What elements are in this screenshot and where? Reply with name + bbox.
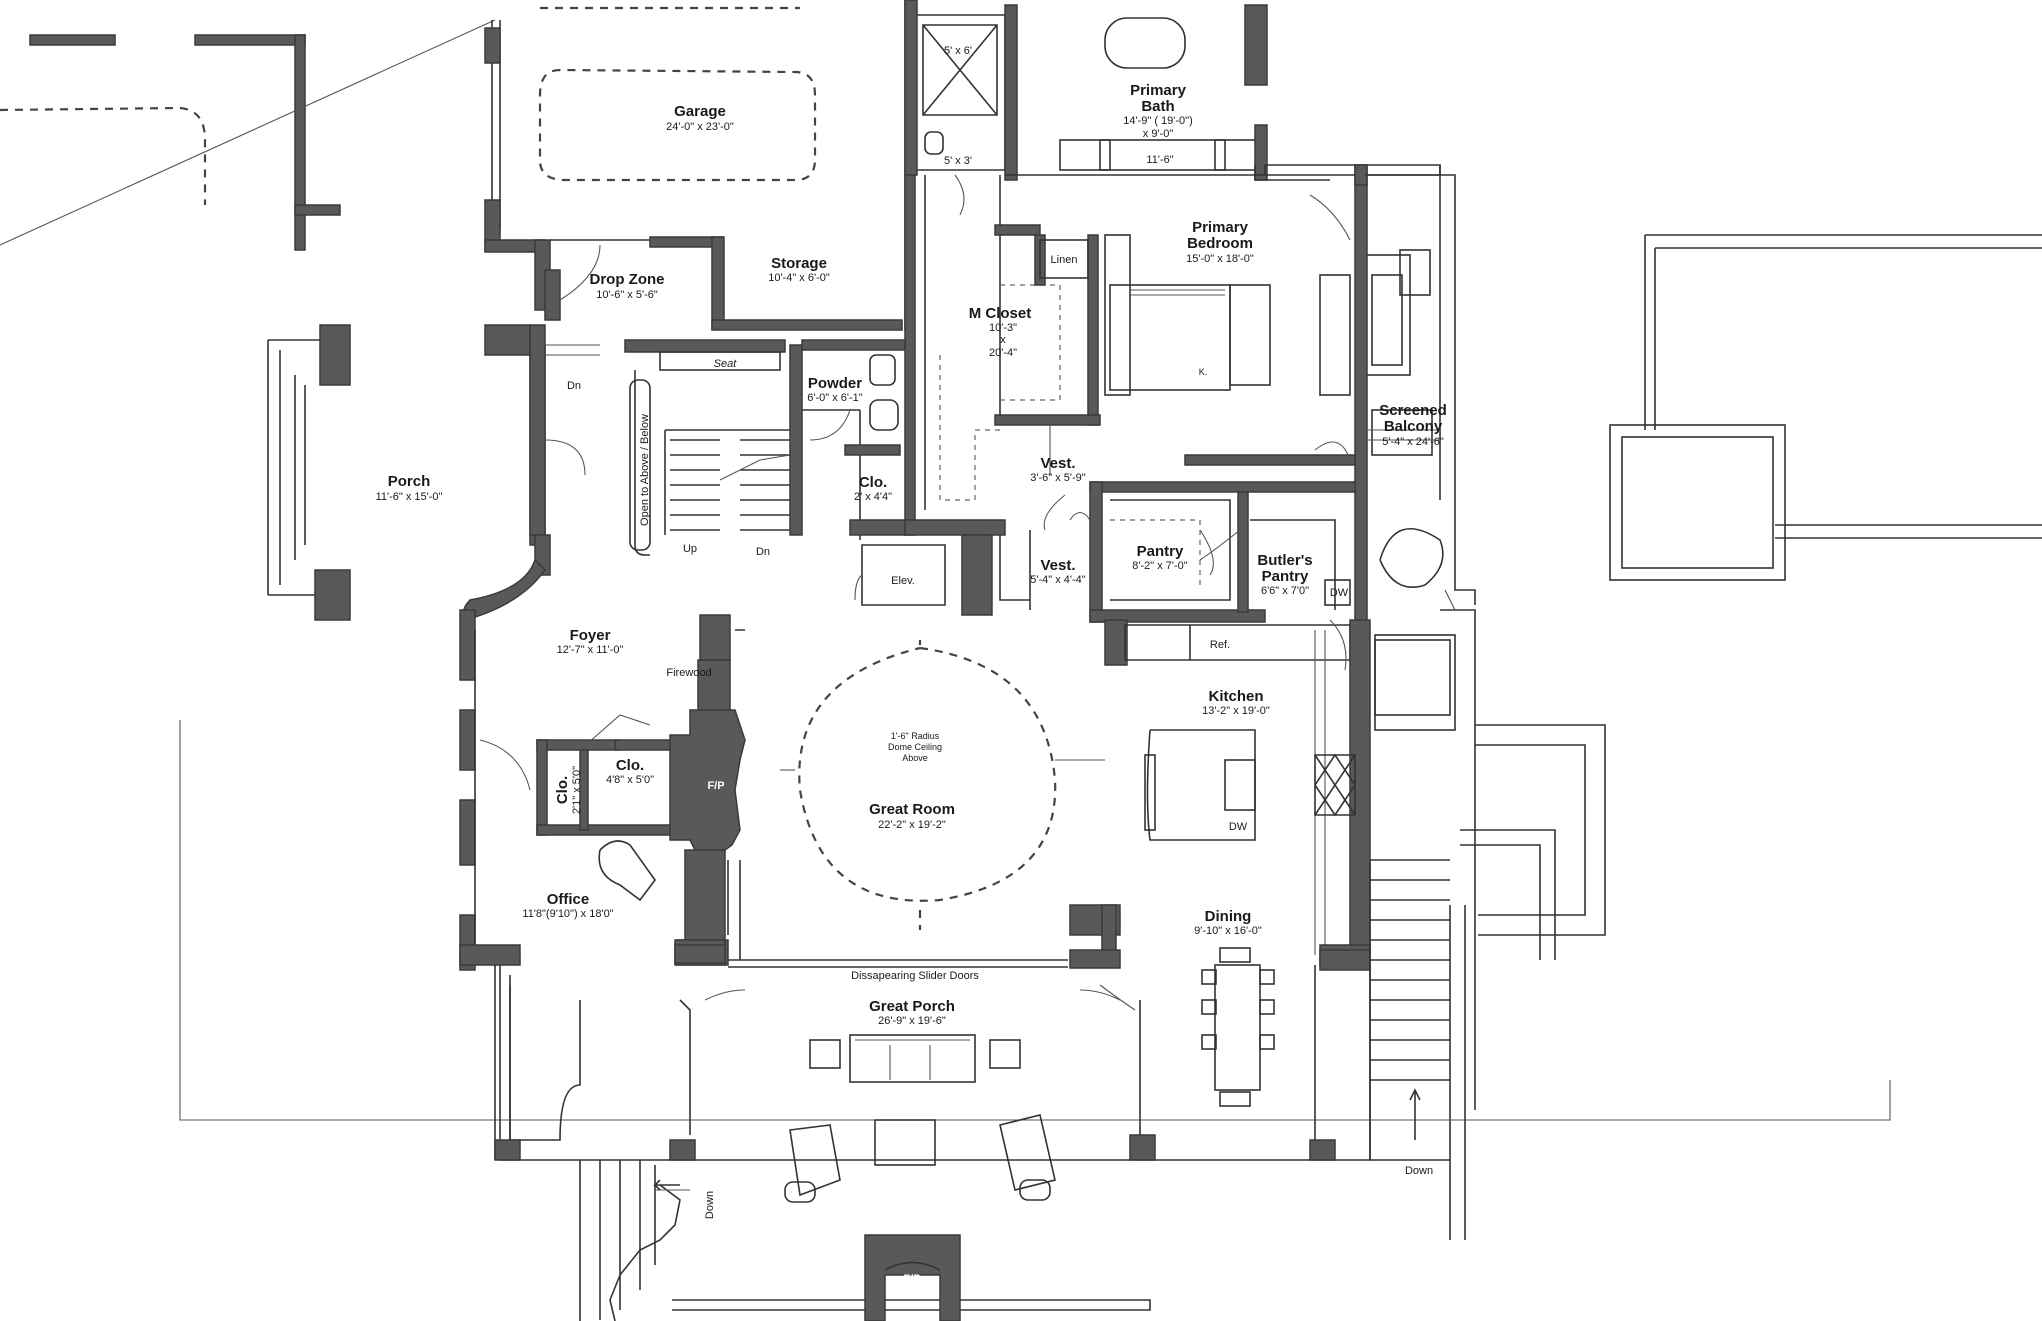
pantry [1089, 481, 1356, 623]
primary-bath-dim-2: x 9'-0" [1143, 128, 1174, 140]
m-closet-label: M Closet [969, 305, 1032, 322]
m-closet-dim-3: 20'-4" [989, 347, 1017, 359]
ref-label: Ref. [1210, 639, 1230, 651]
exterior-fireplace-label: F/P [903, 1273, 920, 1285]
great-room-dim: 22'-2" x 19'-2" [878, 819, 946, 831]
dome-note-1: 1'-6" Radius [891, 731, 940, 741]
neighbor-structure [0, 19, 496, 251]
clo-hall-dim: 2' x 4'4" [854, 491, 892, 503]
foyer-label: Foyer [570, 627, 611, 644]
primary-bedroom-dim: 15'-0" x 18'-0" [1186, 253, 1254, 265]
kitchen-label: Kitchen [1208, 688, 1263, 705]
drop-zone-storage [534, 236, 903, 331]
butlers-pantry-label-1: Butler's [1257, 552, 1312, 569]
butlers-pantry-dim: 6'6" x 7'0" [1261, 585, 1309, 597]
seat-label: Seat [714, 358, 738, 370]
office [459, 840, 726, 1160]
vest-2-label: Vest. [1040, 557, 1075, 574]
powder-dim: 6'-0" x 6'-1" [807, 392, 863, 404]
firewood-label: Firewood [666, 667, 711, 679]
dome-note-2: Dome Ceiling [888, 742, 942, 752]
clo-small-label: Clo. [554, 776, 571, 804]
m-closet-dim-1: 10'-3" [989, 322, 1017, 334]
bed-k-label: K. [1199, 367, 1208, 377]
dome-note-3: Above [902, 753, 928, 763]
room-labels: Garage 24'-0" x 23'-0" Primary Bath 14'-… [376, 45, 1447, 1285]
slider-label: Dissapearing Slider Doors [851, 970, 979, 982]
m-closet [904, 174, 1101, 536]
porch-label: Porch [388, 473, 431, 490]
linen-label: Linen [1051, 254, 1078, 266]
m-closet-dim-2: x [1000, 334, 1006, 346]
great-porch [494, 965, 1371, 1203]
great-room-label: Great Room [869, 801, 955, 818]
foyer-dim: 12'-7" x 11'-0" [557, 644, 624, 656]
primary-bath-dim-1: 14'-9" ( 19'-0") [1123, 115, 1192, 127]
shower-dim: 5' x 6' [944, 45, 972, 57]
screened-balcony-label-2: Balcony [1384, 418, 1443, 435]
elev-label: Elev. [891, 575, 915, 587]
porch-stairs [579, 1160, 1151, 1321]
vest-1-dim: 3'-6" x 5'-9" [1030, 472, 1086, 484]
porch [267, 324, 600, 621]
powder-elev [801, 339, 1030, 616]
stair-up-label: Up [683, 543, 697, 555]
kitchen [1104, 619, 1456, 966]
foyer-closets [536, 714, 673, 836]
storage-label: Storage [771, 255, 827, 272]
powder-label: Powder [808, 375, 862, 392]
drop-zone-label: Drop Zone [590, 271, 665, 288]
pantry-dim: 8'-2" x 7'-0" [1132, 560, 1188, 572]
fireplace-label: F/P [707, 780, 724, 792]
stairs-down-left-label: Down [704, 1191, 716, 1219]
misc-swings [653, 174, 1351, 1191]
vest-2-dim: 5'-4" x 4'-4" [1030, 574, 1086, 586]
bath-vanity-mark: 11'-6" [1146, 154, 1173, 166]
stair-open-label: Open to Above / Below [639, 414, 651, 526]
clo-foyer-dim: 4'8" x 5'0" [606, 774, 654, 786]
primary-bedroom-label-2: Bedroom [1187, 235, 1253, 252]
dining-dim: 9'-10" x 16'-0" [1194, 925, 1262, 937]
vestibules [1029, 425, 1091, 610]
primary-bath-label-2: Bath [1141, 98, 1174, 115]
great-porch-dim: 26'-9" x 19'-6" [878, 1015, 946, 1027]
porch-dim: 11'-6" x 15'-0" [376, 491, 443, 503]
screened-balcony-dim: 5'-4" x 24'-6" [1382, 436, 1444, 448]
garage-dim: 24'-0" x 23'-0" [666, 121, 734, 133]
screened-balcony-label-1: Screened [1379, 402, 1447, 419]
garage-label: Garage [674, 103, 726, 120]
dining [1099, 947, 1371, 1140]
dining-label: Dining [1205, 908, 1252, 925]
screened-balcony [1354, 164, 1476, 1110]
great-porch-label: Great Porch [869, 998, 955, 1015]
drop-zone-dim: 10'-6" x 5'-6" [596, 289, 658, 301]
stair-hall [529, 339, 803, 556]
office-label: Office [547, 891, 590, 908]
stairs-down-right-label: Down [1405, 1165, 1433, 1177]
pantry-label: Pantry [1137, 543, 1184, 560]
kitchen-dw-label: DW [1229, 821, 1248, 833]
exterior-fireplace [864, 1234, 961, 1321]
right-stairs [1369, 859, 1450, 1161]
clo-small-dim: 2'1" x 5'0" [571, 766, 583, 814]
drop-zone-dn-label: Dn [567, 380, 581, 392]
kitchen-dim: 13'-2" x 19'-0" [1202, 705, 1270, 717]
clo-hall-label: Clo. [859, 474, 887, 491]
primary-bath-label-1: Primary [1130, 82, 1187, 99]
primary-bedroom [1104, 164, 1441, 641]
wc-dim: 5' x 3' [944, 155, 972, 167]
stair-dn-label: Dn [756, 546, 770, 558]
site-lines [179, 234, 2042, 1240]
butlers-pantry-label-2: Pantry [1262, 568, 1309, 585]
primary-bedroom-label-1: Primary [1192, 219, 1249, 236]
vest-1-label: Vest. [1040, 455, 1075, 472]
clo-foyer-label: Clo. [616, 757, 644, 774]
office-dim: 11'8"(9'10") x 18'0" [522, 908, 613, 920]
butlers-dw-label: DW [1330, 587, 1349, 599]
storage-dim: 10'-4" x 6'-0" [768, 272, 830, 284]
